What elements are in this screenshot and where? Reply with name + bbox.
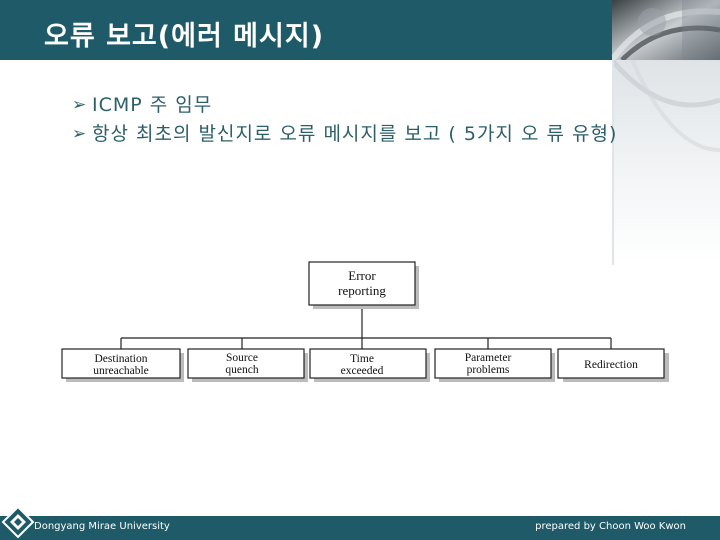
diamond-logo-icon <box>0 504 36 540</box>
child-label-line1: Time <box>350 353 374 365</box>
error-type-tree-diagram: Error reporting Destination unreachable … <box>55 258 670 383</box>
footer-bar: Dongyang Mirae University prepared by Ch… <box>0 516 720 540</box>
child-box-parameter-problems: Parameter problems <box>434 348 555 382</box>
child-label-line2: unreachable <box>93 365 149 377</box>
bullet-list: ➢ ICMP 주 임무 ➢ 항상 최초의 발신지로 오류 메시지를 보고 ( 5… <box>72 91 672 149</box>
arrow-bullet-icon: ➢ <box>72 124 88 144</box>
side-decorative-image <box>612 60 720 265</box>
bullet-text: 항상 최초의 발신지로 오류 메시지를 보고 ( 5가지 오 류 유형) <box>92 123 618 145</box>
footer-author: prepared by Choon Woo Kwon <box>535 521 686 532</box>
child-box-destination-unreachable: Destination unreachable <box>61 348 184 382</box>
bullet-text: ICMP 주 임무 <box>92 94 213 116</box>
footer-university: Dongyang Mirae University <box>34 521 170 532</box>
bullet-item: ➢ 항상 최초의 발신지로 오류 메시지를 보고 ( 5가지 오 류 유형) <box>72 120 672 149</box>
child-label-line1: Parameter <box>465 352 512 364</box>
title-bar: 오류 보고(에러 메시지) <box>0 0 720 60</box>
header-decorative-image <box>612 0 720 60</box>
arrow-bullet-icon: ➢ <box>72 95 88 115</box>
bullet-item: ➢ ICMP 주 임무 <box>72 91 672 120</box>
root-label-line1: Error <box>348 268 376 283</box>
child-label-line2: problems <box>467 364 510 376</box>
root-label-line2: reporting <box>338 283 386 298</box>
child-box-time-exceeded: Time exceeded <box>309 348 430 382</box>
child-box-redirection: Redirection <box>557 348 669 382</box>
child-label-line1: Source <box>226 352 258 364</box>
child-label-line2: quench <box>225 364 258 376</box>
child-label-line1: Destination <box>94 353 147 365</box>
child-label-line1: Redirection <box>584 359 638 371</box>
child-label-line2: exceeded <box>341 365 384 377</box>
root-box-error-reporting: Error reporting <box>308 261 419 309</box>
child-box-source-quench: Source quench <box>187 348 308 382</box>
slide-title: 오류 보고(에러 메시지) <box>44 21 325 52</box>
